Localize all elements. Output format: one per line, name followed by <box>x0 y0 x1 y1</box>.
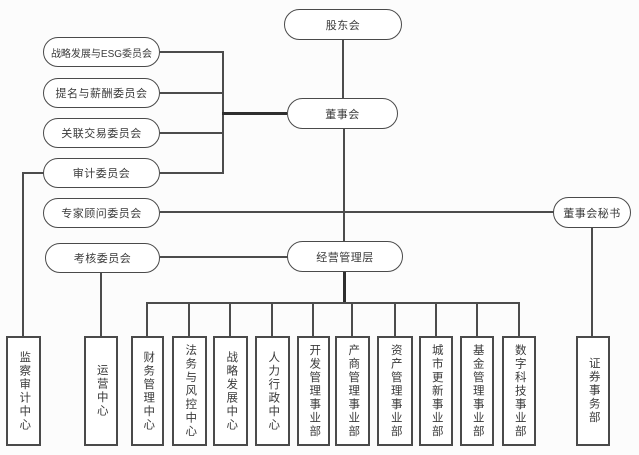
node-label: 股东会 <box>325 19 361 32</box>
node-label: 董事会 <box>325 108 360 121</box>
node-shareholders-meeting: 股东会 <box>284 9 402 40</box>
connector-drop-commercial <box>351 303 353 337</box>
connector-stub-strategy-esg <box>160 51 223 53</box>
connector-shareholders-board <box>342 40 344 98</box>
node-label: 关联交易委员会 <box>61 128 142 140</box>
node-board-of-directors: 董事会 <box>287 98 398 129</box>
dept-label: 运营中心 <box>95 364 108 418</box>
connector-assessment-operations <box>100 273 102 337</box>
node-related-transactions-committee: 关联交易委员会 <box>43 118 160 148</box>
node-label: 经营管理层 <box>316 251 374 264</box>
node-label: 审计委员会 <box>72 168 131 180</box>
node-assessment-committee: 考核委员会 <box>45 243 160 273</box>
node-label: 提名与薪酬委员会 <box>55 88 148 100</box>
connector-board-management-trunk <box>343 129 345 242</box>
connector-drop-hr-admin <box>271 303 273 337</box>
node-audit-committee: 审计委员会 <box>43 158 160 188</box>
connector-secretary-securities <box>591 227 593 337</box>
node-label: 考核委员会 <box>73 253 132 265</box>
node-expert-advisory-committee: 专家顾问委员会 <box>43 198 160 228</box>
dept-label: 开发管理事业部 <box>308 343 321 439</box>
connector-drop-urban-renewal <box>435 303 437 337</box>
dept-commercial-management-division: 产商管理事业部 <box>335 336 370 446</box>
dept-label: 证券事务部 <box>587 357 600 425</box>
dept-label: 战略发展中心 <box>225 350 238 432</box>
dept-operations-center: 运营中心 <box>84 336 118 446</box>
node-board-secretary: 董事会秘书 <box>553 197 631 228</box>
connector-stub-related-trade <box>160 132 223 134</box>
connector-drop-strategy-dev <box>229 303 231 337</box>
node-label: 董事会秘书 <box>563 207 621 220</box>
connector-drop-development <box>312 303 314 337</box>
connector-bus-board <box>222 112 287 115</box>
dept-label: 人力行政中心 <box>267 350 280 432</box>
node-label: 专家顾问委员会 <box>61 208 142 220</box>
dept-label: 基金管理事业部 <box>471 343 484 439</box>
dept-label: 产商管理事业部 <box>347 343 360 439</box>
dept-hr-admin-center: 人力行政中心 <box>255 336 290 446</box>
connector-audit-left-horizontal <box>22 172 44 174</box>
dept-urban-renewal-division: 城市更新事业部 <box>419 336 453 446</box>
node-nomination-remuneration-committee: 提名与薪酬委员会 <box>43 78 160 108</box>
connector-drop-finance <box>146 303 148 337</box>
connector-audit-supervision-vertical <box>22 172 24 337</box>
connector-advisory-secretary <box>160 211 554 213</box>
dept-asset-management-division: 资产管理事业部 <box>377 336 413 446</box>
connector-assessment-management <box>160 256 288 258</box>
dept-finance-management-center: 财务管理中心 <box>131 336 164 446</box>
connector-stub-audit <box>160 172 223 174</box>
connector-drop-fund <box>476 303 478 337</box>
connector-drop-digital-tech <box>518 303 520 337</box>
dept-fund-management-division: 基金管理事业部 <box>460 336 494 446</box>
connector-stub-nomination <box>160 92 223 94</box>
dept-label: 城市更新事业部 <box>430 343 443 439</box>
connector-management-bar <box>343 271 346 304</box>
dept-label: 数字科技事业部 <box>513 343 526 439</box>
dept-label: 法务与风控中心 <box>184 343 197 439</box>
dept-securities-affairs: 证券事务部 <box>576 336 610 446</box>
dept-development-management-division: 开发管理事业部 <box>297 336 330 446</box>
node-label: 战略发展与ESG委员会 <box>50 48 153 60</box>
connector-drop-legal-risk <box>188 303 190 337</box>
dept-label: 资产管理事业部 <box>389 343 402 439</box>
node-management-layer: 经营管理层 <box>287 241 403 272</box>
dept-strategy-development-center: 战略发展中心 <box>213 336 248 446</box>
dept-label: 监察审计中心 <box>18 350 31 432</box>
node-strategy-esg-committee: 战略发展与ESG委员会 <box>43 37 160 67</box>
dept-legal-risk-center: 法务与风控中心 <box>172 336 207 446</box>
connector-drop-asset <box>394 303 396 337</box>
dept-supervision-audit-center: 监察审计中心 <box>6 336 41 446</box>
dept-digital-technology-division: 数字科技事业部 <box>502 336 536 446</box>
connector-distribution-bar <box>146 302 520 304</box>
dept-label: 财务管理中心 <box>142 350 155 432</box>
